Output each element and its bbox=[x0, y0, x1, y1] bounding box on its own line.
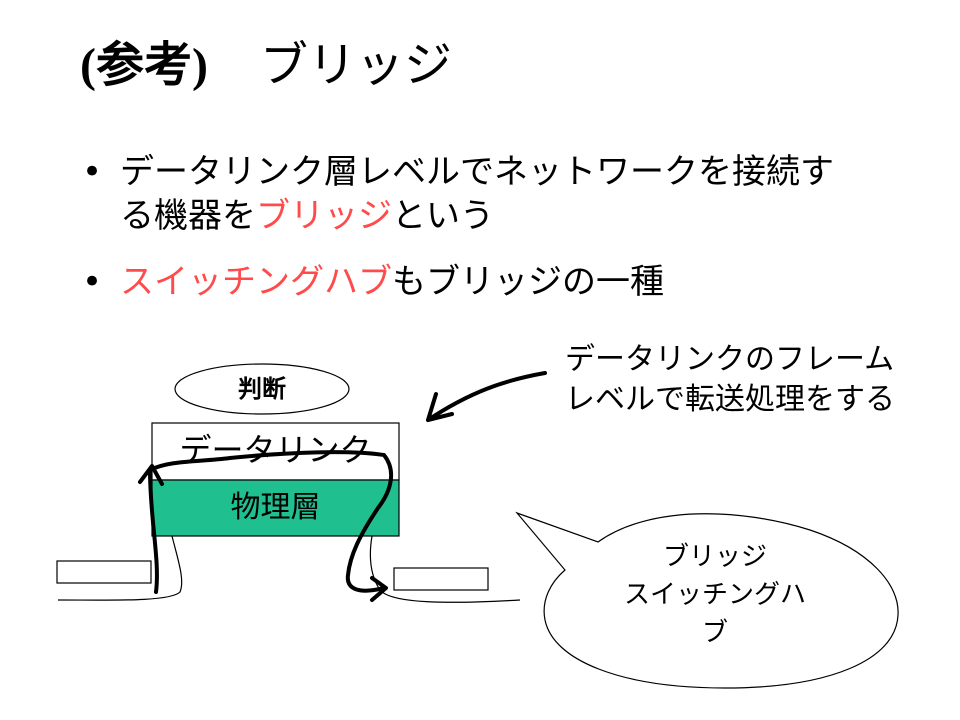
bullet-text: データリンク層レベルでネットワークを接続する機器を bbox=[120, 152, 834, 236]
bullet-text: もブリッジの一種 bbox=[392, 262, 664, 302]
physical-layer-label: 物理層 bbox=[230, 490, 321, 525]
datalink-label: データリンク bbox=[179, 431, 372, 469]
right-network-box bbox=[393, 567, 489, 591]
slide-title: (参考) ブリッジ bbox=[80, 36, 460, 95]
title-prefix: (参考) bbox=[80, 39, 208, 92]
bullet-highlight: スイッチングハブ bbox=[120, 262, 392, 302]
bubble-line: ブリッジ bbox=[662, 542, 767, 572]
bullet-text: という bbox=[392, 196, 494, 236]
bubble-line: スイッチングハ bbox=[623, 580, 806, 610]
right-cable bbox=[369, 535, 521, 603]
bubble-line: ブ bbox=[701, 618, 728, 648]
left-network-box bbox=[56, 560, 152, 584]
callout-arrow bbox=[426, 371, 547, 422]
bubble-text: ブリッジ スイッチングハ ブ bbox=[590, 538, 840, 652]
judgment-ellipse bbox=[174, 363, 350, 415]
callout-text: データリンクのフレームレベルで転送処理をする bbox=[565, 342, 895, 417]
bullet-highlight: ブリッジ bbox=[256, 196, 392, 236]
left-cable bbox=[57, 535, 183, 601]
flow-arrow bbox=[138, 450, 394, 602]
judgment-label: 判断 bbox=[238, 375, 286, 403]
bullet-item: データリンク層レベルでネットワークを接続する機器をブリッジという bbox=[82, 150, 842, 238]
title-main: ブリッジ bbox=[259, 37, 452, 93]
speech-bubble bbox=[515, 511, 899, 689]
bullet-list: データリンク層レベルでネットワークを接続する機器をブリッジという スイッチングハ… bbox=[82, 150, 842, 326]
bullet-item: スイッチングハブもブリッジの一種 bbox=[82, 260, 842, 304]
